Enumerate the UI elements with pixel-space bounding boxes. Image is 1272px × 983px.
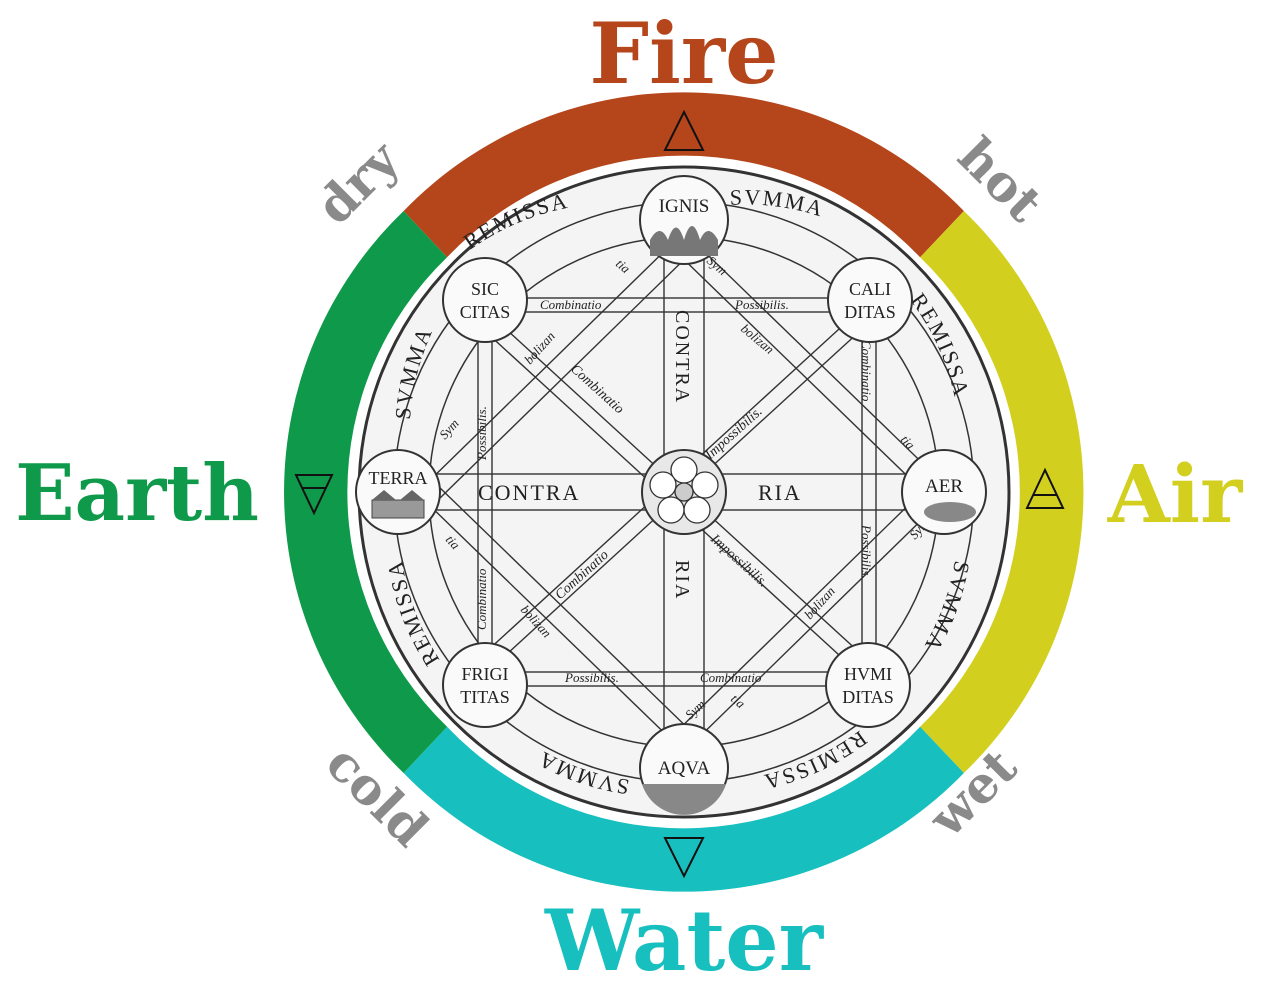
node-aqua: AQVA (640, 724, 728, 815)
label-aqua: AQVA (658, 758, 711, 779)
rose-emblem (642, 450, 726, 534)
label-siccitas-1: SIC (471, 279, 499, 299)
bar-combinatio-right: Combinatio (859, 340, 874, 402)
label-caliditas-1: CALI (849, 279, 891, 299)
engraving: REMISSA SVMMA REMISSA SVMMA REMISSA SVMM… (356, 167, 1009, 817)
label-frigiditas-1: FRIGI (461, 664, 508, 684)
label-humiditas-2: DITAS (842, 687, 894, 707)
label-aer: AER (925, 476, 963, 497)
node-frigiditas: FRIGI TITAS (443, 643, 527, 727)
node-caliditas: CALI DITAS (828, 258, 912, 342)
element-title-air: Air (1107, 447, 1243, 541)
label-terra: TERRA (368, 468, 427, 488)
ria-horizontal: RIA (758, 480, 802, 505)
contra-vertical: CONTRA (671, 310, 693, 404)
node-aer: AER (902, 450, 986, 534)
element-title-fire: Fire (589, 4, 778, 103)
node-siccitas: SIC CITAS (443, 258, 527, 342)
node-terra: TERRA (356, 450, 440, 534)
bar-combinatio-left: Combinatio (474, 568, 489, 630)
label-humiditas-1: HVMI (844, 664, 892, 684)
node-ignis: IGNIS (640, 176, 728, 264)
label-siccitas-2: CITAS (460, 302, 511, 322)
bar-combinatio-top: Combinatio (540, 297, 602, 312)
contra-horizontal: CONTRA (478, 480, 580, 505)
bar-possibilis-bottom: Possibilis. (564, 670, 619, 685)
ria-vertical: RIA (671, 560, 693, 600)
bar-possibilis-top: Possibilis. (734, 297, 789, 312)
node-humiditas: HVMI DITAS (826, 643, 910, 727)
bar-possibilis-left: Possibilis. (474, 406, 489, 461)
label-frigiditas-2: TITAS (460, 687, 510, 707)
element-title-earth: Earth (15, 448, 259, 539)
bar-possibilis-right: Possibilis. (859, 524, 874, 579)
label-caliditas-2: DITAS (844, 302, 896, 322)
label-ignis: IGNIS (659, 196, 710, 217)
element-title-water: Water (544, 891, 825, 983)
bar-combinatio-bottom: Combinatio (700, 670, 762, 685)
